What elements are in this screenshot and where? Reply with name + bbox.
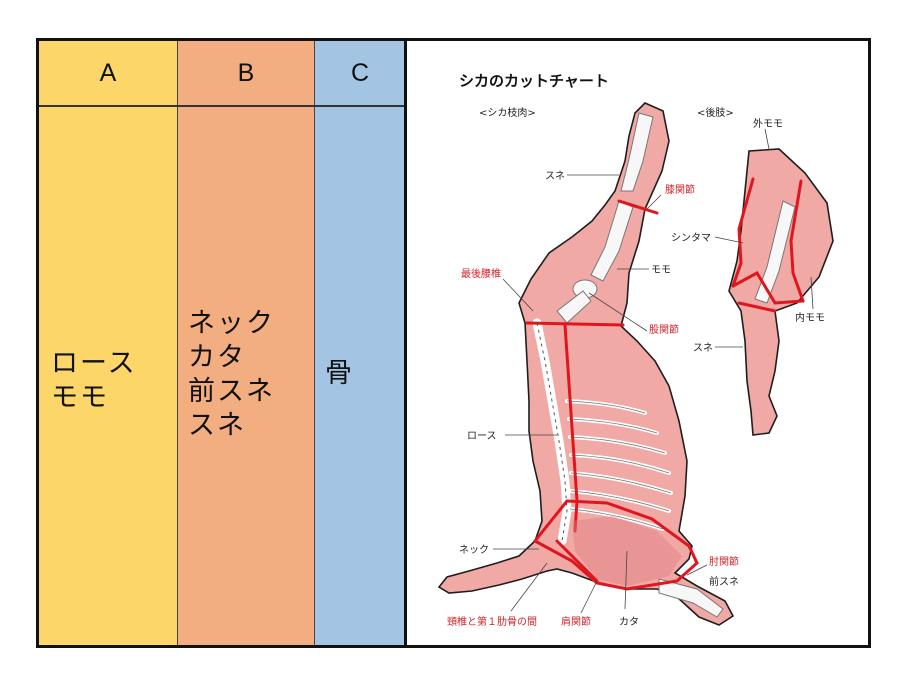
column-b-header: B — [237, 58, 255, 87]
column-c-body: 骨 — [315, 107, 405, 645]
label-neck: ネック — [459, 544, 489, 556]
cut-category-table: A ロース モモ B ネック カタ 前スネ スネ C 骨 — [36, 38, 408, 648]
foreleg-bone — [658, 578, 724, 618]
cut-shoulder — [532, 499, 699, 591]
cut-chart-drawing: シカのカットチャート <シカ枝肉> <後肢> — [437, 72, 834, 628]
header-divider — [39, 105, 405, 107]
column-c-items: 骨 — [325, 358, 354, 389]
divider-bc — [314, 41, 315, 645]
hindleg-silhouette — [728, 148, 834, 436]
label-sune: スネ — [545, 170, 565, 182]
label-hip-joint: 股関節 — [649, 323, 679, 336]
column-c-header: C — [350, 58, 370, 87]
column-b: B ネック カタ 前スネ スネ — [178, 41, 314, 645]
cut-knee — [617, 199, 659, 215]
hindleg-cut-lines — [731, 177, 805, 313]
label-shintama: シンタマ — [671, 232, 711, 244]
label-cervical-first-rib: 頸椎と第１肋骨の間 — [447, 615, 537, 628]
cut-neck — [555, 539, 599, 583]
column-b-body: ネック カタ 前スネ スネ — [178, 107, 314, 645]
column-a-body: ロース モモ — [39, 107, 177, 645]
column-a-header: A — [99, 58, 117, 87]
column-a: A ロース モモ — [39, 41, 177, 645]
label-loin: ロース — [467, 431, 497, 442]
label-hind-shank: スネ — [693, 342, 713, 354]
label-shoulder: カタ — [619, 616, 639, 628]
subtitle-hindleg: <後肢> — [697, 106, 734, 119]
label-inner-thigh: 内モモ — [795, 311, 825, 324]
carcass-silhouette — [437, 102, 735, 626]
label-momo: モモ — [651, 265, 671, 276]
hind-leg-bones — [556, 112, 654, 324]
divider-ab — [177, 41, 178, 645]
label-last-lumbar: 最後腰椎 — [461, 267, 501, 280]
cut-lines — [525, 199, 699, 591]
label-elbow-joint: 肘関節 — [709, 555, 739, 568]
chart-title: シカのカットチャート — [459, 72, 609, 90]
subtitle-carcass: <シカ枝肉> — [479, 106, 536, 119]
rib-outlines — [566, 400, 672, 530]
label-knee-joint: 膝関節 — [665, 183, 695, 196]
label-fore-shank: 前スネ — [709, 575, 739, 588]
hindleg-bone — [754, 200, 796, 304]
column-a-items: ロース モモ — [51, 348, 137, 413]
spine-segments — [536, 322, 568, 542]
label-shoulder-joint: 肩関節 — [561, 615, 591, 628]
column-b-items: ネック カタ 前スネ スネ — [188, 308, 275, 441]
deer-cut-chart: シカのカットチャート <シカ枝肉> <後肢> — [404, 38, 871, 648]
leader-lines — [493, 128, 814, 614]
label-outer-thigh: 外モモ — [753, 118, 783, 130]
column-c: C 骨 — [315, 41, 405, 645]
cut-last-lumbar — [525, 321, 625, 327]
